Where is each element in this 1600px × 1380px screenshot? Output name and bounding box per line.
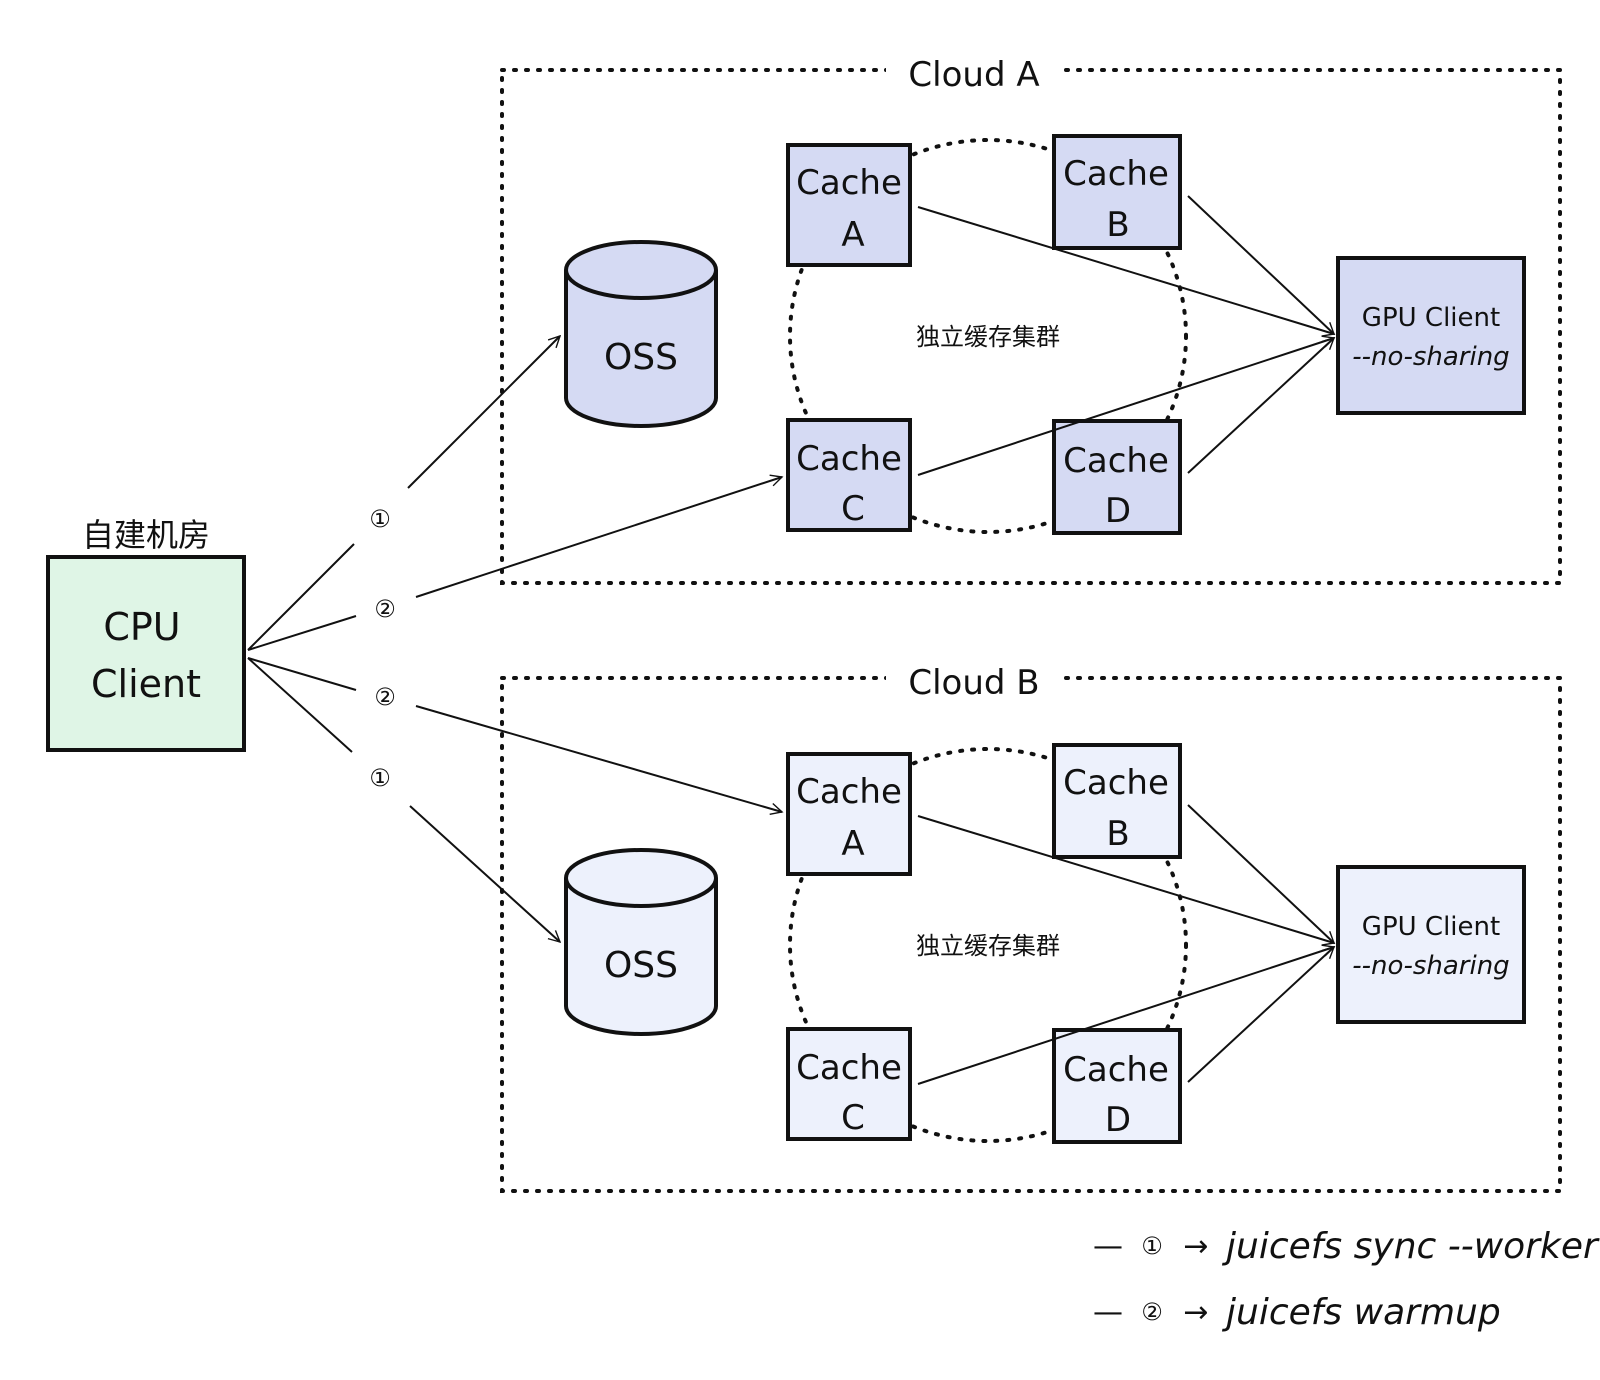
- gpu-client-label: GPU Client: [1362, 912, 1500, 942]
- cloud-a-oss-label: OSS: [604, 337, 678, 378]
- cache-label: Cache: [1063, 1050, 1169, 1090]
- edge-cpu-to-cloud-a-oss: [407, 336, 560, 489]
- cache-id: B: [1106, 814, 1129, 854]
- cloud-a-cluster-ring: [788, 138, 1188, 534]
- cloud-b-title: Cloud B: [908, 663, 1039, 703]
- edge-cpu-to-cloud-b-oss: [409, 805, 560, 942]
- cache-label: Cache: [796, 772, 902, 812]
- edge-cache-b-to-gpu: [1187, 804, 1334, 943]
- cache-label: Cache: [1063, 154, 1169, 194]
- cloud-b-cache-a: Cache A: [786, 752, 912, 876]
- cache-id: C: [841, 489, 865, 529]
- cache-id: D: [1105, 491, 1131, 531]
- step-2-marker: ②: [374, 683, 396, 711]
- cache-label: Cache: [1063, 763, 1169, 803]
- cache-label: Cache: [796, 439, 902, 479]
- legend-dash: —: [1093, 1229, 1123, 1264]
- step-1-marker: ①: [369, 505, 391, 533]
- edge-cache-d-to-gpu: [1187, 338, 1334, 474]
- cpu-client: 自建机房 CPU Client: [46, 516, 246, 752]
- edge-cpu-to-cloud-a-cache: [247, 615, 357, 651]
- cpu-client-label: Client: [91, 662, 201, 706]
- room-label: 自建机房: [82, 516, 210, 554]
- legend-item: — ① → juicefs sync --worker: [1093, 1226, 1600, 1267]
- cloud-b-cache-b: Cache B: [1052, 743, 1182, 859]
- step-1-marker: ①: [369, 764, 391, 792]
- legend-text: juicefs sync --worker: [1221, 1226, 1600, 1267]
- cloud-a-cache-d: Cache D: [1052, 419, 1182, 535]
- edge-cache-c-to-gpu: [917, 947, 1334, 1085]
- legend-step: ①: [1141, 1232, 1163, 1260]
- legend-item: — ② → juicefs warmup: [1093, 1292, 1501, 1333]
- cache-id: C: [841, 1098, 865, 1138]
- cloud-a-title: Cloud A: [908, 55, 1039, 95]
- cache-label: Cache: [796, 1048, 902, 1088]
- cpu-client-label: CPU: [103, 605, 180, 649]
- cloud-b-gpu-client: GPU Client --no-sharing: [1336, 865, 1526, 1024]
- gpu-client-label: GPU Client: [1362, 303, 1500, 333]
- edge-cache-a-to-gpu: [917, 815, 1334, 943]
- cloud-a-cluster-label: 独立缓存集群: [916, 323, 1060, 351]
- edge-cpu-to-cloud-b-cache: [247, 657, 357, 691]
- cloud-b-region: Cloud B 独立缓存集群 OSS Cache A Cache B Cache…: [500, 660, 1562, 1193]
- cloud-b-cluster-label: 独立缓存集群: [916, 932, 1060, 960]
- cpu-client-box: [46, 555, 246, 752]
- cache-label: Cache: [796, 163, 902, 203]
- edge-cache-a-to-gpu: [917, 206, 1334, 334]
- edge-cache-d-to-gpu: [1187, 947, 1334, 1083]
- legend-step: ②: [1141, 1298, 1163, 1326]
- legend-arrow: →: [1183, 1295, 1208, 1330]
- cloud-a-region: Cloud A 独立缓存集群 OSS Cache A Cache B Cache…: [500, 52, 1562, 585]
- legend-dash: —: [1093, 1295, 1123, 1330]
- step-2-marker: ②: [374, 595, 396, 623]
- legend-arrow: →: [1183, 1229, 1208, 1264]
- cloud-b-oss: OSS: [564, 848, 718, 1036]
- cache-id: A: [841, 215, 864, 255]
- cloud-a-cache-c: Cache C: [786, 418, 912, 532]
- cache-id: B: [1106, 205, 1129, 245]
- edge-cpu-to-cloud-a-oss: [247, 543, 355, 651]
- gpu-client-flag: --no-sharing: [1352, 342, 1509, 372]
- cloud-a-oss: OSS: [564, 240, 718, 428]
- legend-text: juicefs warmup: [1221, 1292, 1501, 1333]
- cloud-b-cache-d: Cache D: [1052, 1028, 1182, 1144]
- cloud-a-cache-b: Cache B: [1052, 134, 1182, 250]
- edge-cpu-to-cloud-b-oss: [247, 657, 353, 753]
- cloud-b-cluster-ring: [788, 747, 1188, 1143]
- edge-cpu-to-cloud-a-cache: [415, 477, 782, 598]
- edge-cpu-to-cloud-b-cache: [415, 705, 782, 812]
- cloud-a-gpu-client: GPU Client --no-sharing: [1336, 256, 1526, 415]
- cloud-b-cache-c: Cache C: [786, 1027, 912, 1141]
- legend: — ① → juicefs sync --worker — ② → juicef…: [1093, 1226, 1600, 1333]
- cache-id: D: [1105, 1100, 1131, 1140]
- cloud-a-cache-a: Cache A: [786, 143, 912, 267]
- cache-label: Cache: [1063, 441, 1169, 481]
- cache-id: A: [841, 824, 864, 864]
- edge-cache-c-to-gpu: [917, 338, 1334, 476]
- edge-cache-b-to-gpu: [1187, 195, 1334, 334]
- cloud-b-oss-label: OSS: [604, 945, 678, 986]
- gpu-client-flag: --no-sharing: [1352, 951, 1509, 981]
